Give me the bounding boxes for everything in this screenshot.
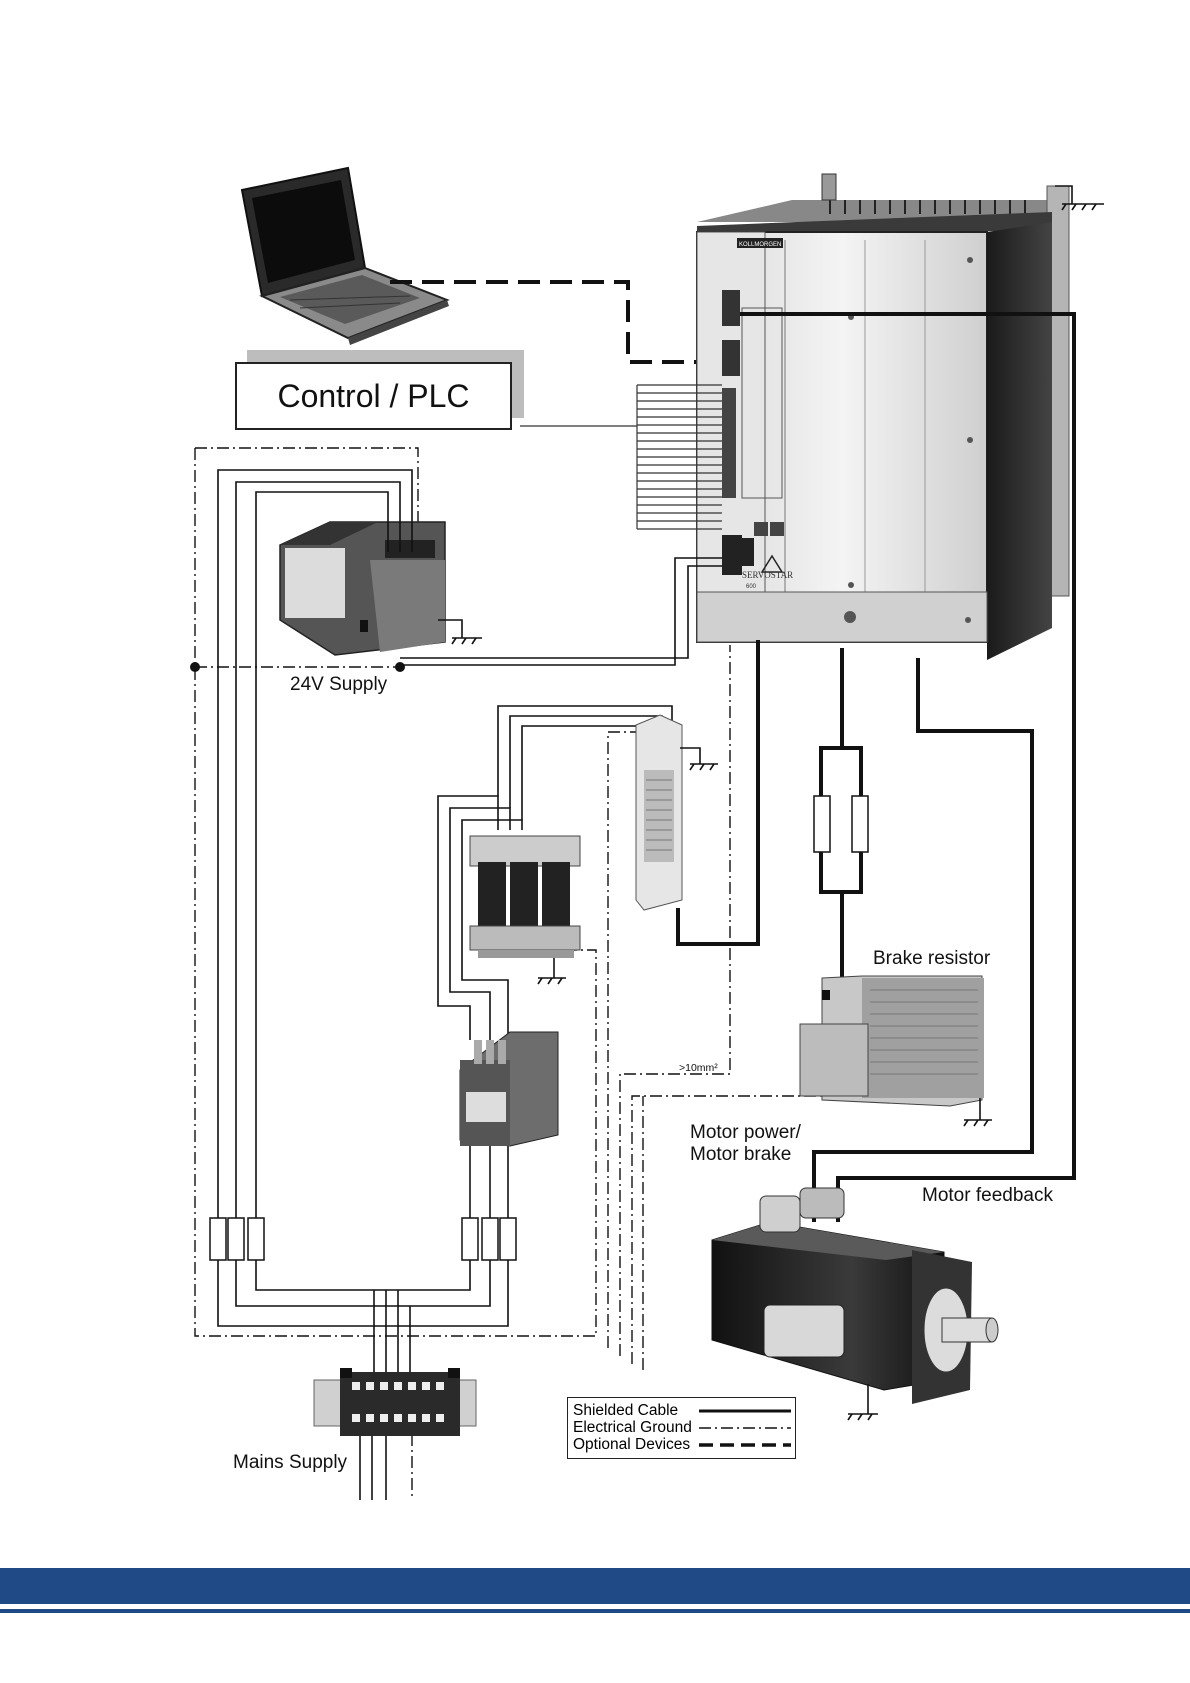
legend-ground-label: Electrical Ground bbox=[573, 1419, 695, 1436]
mains-choke bbox=[470, 836, 580, 958]
laptop-cable bbox=[390, 282, 722, 362]
supply-24v-label: 24V Supply bbox=[290, 674, 387, 696]
legend-dashed-line bbox=[699, 1441, 791, 1449]
contactor bbox=[460, 1032, 558, 1146]
legend-row-shielded: Shielded Cable bbox=[573, 1402, 795, 1419]
legend-solid-line bbox=[699, 1407, 791, 1415]
drive-model-sub: 600 bbox=[746, 584, 757, 590]
legend-row-optional: Optional Devices bbox=[573, 1436, 795, 1453]
control-plc-box: Control / PLC bbox=[235, 362, 512, 430]
legend: Shielded Cable Electrical Ground Optiona… bbox=[567, 1397, 796, 1459]
legend-shielded-label: Shielded Cable bbox=[573, 1402, 695, 1419]
footer-line bbox=[0, 1609, 1190, 1613]
ground-icon bbox=[680, 748, 718, 770]
motor-power-label: Motor power/ bbox=[690, 1122, 801, 1144]
ground-icon bbox=[848, 1384, 878, 1420]
brake-resistor bbox=[800, 976, 984, 1106]
supply-24v-lines bbox=[400, 558, 722, 665]
mains-filter bbox=[636, 715, 682, 910]
brake-resistor-label: Brake resistor bbox=[873, 948, 990, 970]
legend-optional-label: Optional Devices bbox=[573, 1436, 695, 1453]
legend-dashdot-line bbox=[699, 1424, 791, 1432]
motor-brake-label: Motor brake bbox=[690, 1144, 791, 1166]
legend-row-ground: Electrical Ground bbox=[573, 1419, 795, 1436]
control-plc-label: Control / PLC bbox=[277, 378, 469, 415]
servo-motor bbox=[712, 1188, 998, 1404]
motor-feedback-label: Motor feedback bbox=[922, 1185, 1053, 1207]
plc-control-lines bbox=[520, 385, 722, 529]
mains-supply-label: Mains Supply bbox=[233, 1452, 347, 1474]
drive-model: SERVOSTAR bbox=[742, 570, 793, 580]
ground-section-label: >10mm² bbox=[679, 1062, 718, 1074]
terminal-block bbox=[314, 1368, 476, 1436]
mains-fuses bbox=[210, 1218, 516, 1260]
ground-icon bbox=[538, 958, 566, 984]
drive-brand: KOLLMORGEN bbox=[739, 242, 781, 248]
laptop-icon bbox=[242, 168, 449, 345]
power-supply-24v bbox=[280, 522, 445, 655]
footer-bar bbox=[0, 1568, 1190, 1604]
